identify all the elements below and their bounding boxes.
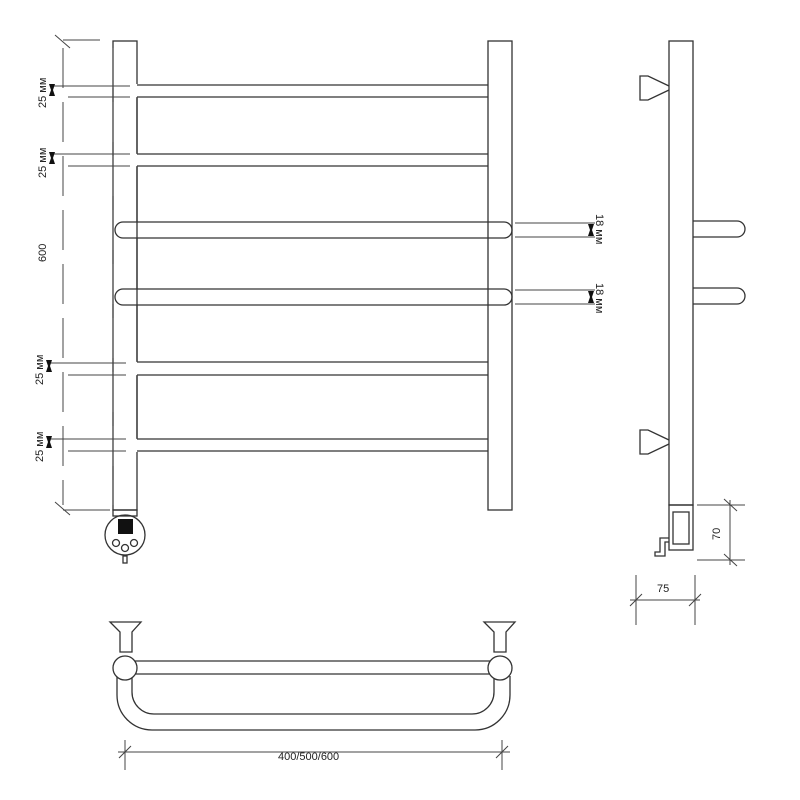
top-bracket-right — [482, 621, 517, 653]
round-bar-2 — [114, 288, 513, 306]
side-post — [668, 40, 694, 506]
top-bracket-left — [108, 621, 143, 653]
side-round-bar-2 — [693, 287, 746, 305]
flat-bars — [136, 84, 488, 452]
front-view: 25 мм 25 мм 25 мм 25 мм 600 18 мм 18 мм — [34, 34, 605, 564]
depth-dim-label: 75 — [657, 583, 669, 595]
side-connector — [668, 504, 694, 551]
round-bar-1 — [114, 221, 513, 239]
side-view: 70 75 — [629, 40, 746, 625]
gap-dim-label: 25 мм — [37, 148, 49, 178]
electric-connector — [104, 509, 146, 564]
width-dim-label: 400/500/600 — [278, 751, 339, 763]
u-bar-inner — [131, 676, 495, 715]
gap-dim-label: 25 мм — [37, 78, 49, 108]
u-bar-outer — [116, 676, 511, 731]
gap-dim-label: 25 мм — [34, 432, 46, 462]
round-bar-dim-label: 18 мм — [593, 283, 605, 313]
wall-bracket-top — [639, 75, 670, 101]
joint-left — [112, 655, 138, 681]
top-view: 400/500/600 — [108, 621, 517, 770]
connector-height-dim-label: 70 — [711, 528, 723, 540]
round-bar-dim-label: 18 мм — [593, 214, 605, 244]
height-dim-label: 600 — [37, 244, 49, 262]
side-round-bar-1 — [693, 220, 746, 238]
joint-right — [487, 655, 513, 681]
gap-dim-label: 25 мм — [34, 355, 46, 385]
right-post — [487, 40, 513, 511]
wall-bracket-bottom — [639, 429, 670, 455]
